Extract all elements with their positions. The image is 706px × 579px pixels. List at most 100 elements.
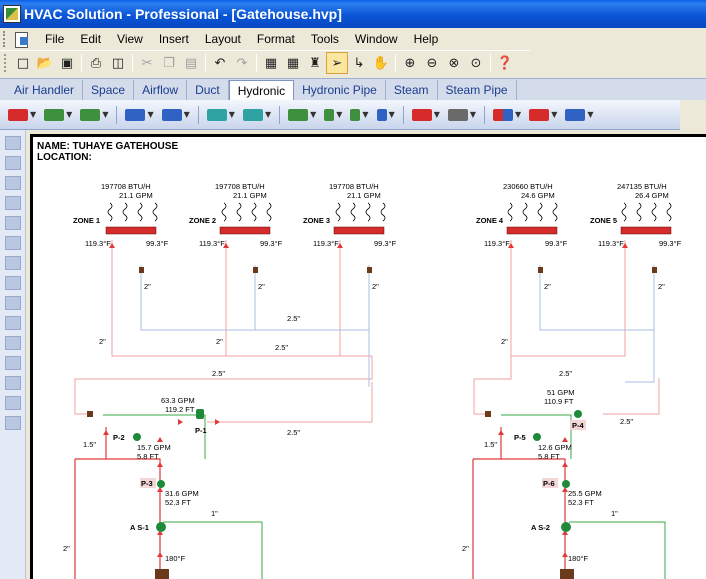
boiler-icon[interactable]: ▼ [8, 108, 36, 121]
zoom-in-icon[interactable]: ⊕ [404, 55, 416, 71]
zone-1-radiator-icon[interactable] [105, 226, 157, 235]
heat-exchanger-icon[interactable]: ▼ [161, 108, 190, 121]
sidebar-tool-icon[interactable] [5, 156, 21, 170]
balancing-valve-icon[interactable] [538, 267, 543, 273]
pump-p3[interactable]: P-3 31.6 GPM 52.3 FT [140, 478, 199, 507]
pump-p1[interactable]: 63.3 GPM 119.2 FT P-1 [161, 396, 207, 435]
menu-window[interactable]: Window [354, 32, 398, 46]
menu-format[interactable]: Format [256, 32, 295, 46]
valve-icon[interactable]: ▼ [288, 108, 316, 121]
air-separator-2[interactable]: A S-2 180°F [531, 522, 589, 579]
redo-icon[interactable]: ↷ [236, 55, 248, 71]
menu-file[interactable]: File [45, 32, 65, 46]
pump-icon[interactable] [562, 480, 570, 488]
balancing-valve-icon[interactable] [139, 267, 144, 273]
balancing-valve-icon[interactable] [367, 267, 372, 273]
air-separator-icon[interactable] [156, 522, 166, 532]
help-icon[interactable]: ❓ [496, 55, 514, 71]
terminal-unit-icon[interactable]: ▼ [565, 108, 594, 121]
menu-insert[interactable]: Insert [158, 32, 189, 46]
chiller-icon[interactable]: ▼ [44, 108, 72, 121]
pump-p5[interactable]: P-5 12.6 GPM 5.8 FT [514, 433, 572, 461]
zoom-window-icon[interactable]: ⊗ [448, 55, 460, 71]
pump-icon[interactable] [157, 480, 165, 488]
connect-icon[interactable]: ↳ [353, 55, 365, 71]
sidebar-tool-icon[interactable] [5, 176, 21, 190]
tab-air-handler[interactable]: Air Handler [6, 80, 84, 100]
sidebar-tool-icon[interactable] [5, 336, 21, 350]
balancing-valve-icon[interactable] [253, 267, 258, 273]
print-icon[interactable]: ⎙ [90, 55, 102, 71]
pump-icon[interactable] [133, 433, 141, 441]
save-icon[interactable]: ▣ [60, 55, 74, 71]
pump-icon[interactable] [574, 410, 582, 418]
paste-icon[interactable]: ▤ [184, 55, 198, 71]
boiler-icon[interactable] [560, 569, 574, 579]
menu-tools[interactable]: Tools [310, 32, 339, 46]
air-separator-icon[interactable] [561, 522, 571, 532]
balancing-valve-icon[interactable]: ▼ [324, 108, 342, 121]
pump-p4[interactable]: 51 GPM 110.9 FT P-4 [544, 388, 586, 430]
zoom-out-icon[interactable]: ⊖ [426, 55, 438, 71]
terminal-icon[interactable]: ▼ [529, 108, 557, 121]
tab-steam[interactable]: Steam [386, 80, 438, 100]
drawing-sheet[interactable]: NAME: TUHAYE GATEHOUSE LOCATION: [30, 134, 706, 579]
air-separator-icon[interactable]: ▼ [447, 108, 476, 121]
air-separator-1[interactable]: A S-1 180°F [130, 522, 186, 579]
menu-edit[interactable]: Edit [80, 32, 102, 46]
sidebar-tool-icon[interactable] [5, 276, 21, 290]
menu-help[interactable]: Help [413, 32, 439, 46]
zone-5-radiator-icon[interactable] [620, 226, 672, 235]
open-icon[interactable]: 📂 [36, 55, 54, 71]
coil-icon[interactable]: ▼ [125, 108, 154, 121]
sidebar-tool-icon[interactable] [5, 256, 21, 270]
pump-icon[interactable] [533, 433, 541, 441]
pan-icon[interactable]: ✋ [372, 55, 390, 71]
tab-steam-pipe[interactable]: Steam Pipe [438, 80, 517, 100]
sidebar-tool-icon[interactable] [5, 356, 21, 370]
sidebar-tool-icon[interactable] [5, 316, 21, 330]
flow-meter-icon[interactable]: ▼ [376, 108, 395, 121]
balancing-valve-icon[interactable] [652, 267, 657, 273]
cut-icon[interactable]: ✂ [141, 55, 153, 71]
tab-hydronic[interactable]: Hydronic [228, 80, 295, 100]
tab-duct[interactable]: Duct [187, 80, 229, 100]
pump-icon[interactable]: ▼ [80, 108, 108, 121]
radiator-icon[interactable]: ▼ [411, 108, 440, 121]
zone-5[interactable]: 247135 BTU/H 26.4 GPM ZONE 5 119.3°F 99.… [590, 182, 682, 248]
copy-icon[interactable]: ❐ [163, 55, 175, 71]
pump-icon[interactable] [196, 409, 204, 419]
zone-3[interactable]: 197708 BTU/H 21.1 GPM ZONE 3 119.3°F 99.… [303, 182, 397, 248]
sidebar-tool-icon[interactable] [5, 136, 21, 150]
balancing-valve-icon[interactable] [87, 411, 93, 417]
tab-hydronic-pipe[interactable]: Hydronic Pipe [294, 80, 386, 100]
sidebar-tool-icon[interactable] [5, 236, 21, 250]
menu-grip[interactable] [3, 31, 9, 47]
boiler-icon[interactable] [155, 569, 169, 579]
properties-icon[interactable]: ▦ [264, 55, 278, 71]
tab-airflow[interactable]: Airflow [134, 80, 188, 100]
sidebar-tool-icon[interactable] [5, 196, 21, 210]
app-icon[interactable] [3, 5, 21, 23]
zone-4[interactable]: 230660 BTU/H 24.6 GPM ZONE 4 119.3°F 99.… [476, 182, 568, 248]
pump-p6[interactable]: P-6 25.5 GPM 52.3 FT [542, 478, 602, 507]
zone-2[interactable]: 197708 BTU/H 21.1 GPM ZONE 2 119.3°F 99.… [189, 182, 283, 248]
menu-view[interactable]: View [117, 32, 143, 46]
zoom-all-icon[interactable]: ⊙ [470, 55, 482, 71]
document-icon[interactable] [13, 31, 31, 48]
sidebar-tool-icon[interactable] [5, 296, 21, 310]
pointer-icon[interactable]: ➢ [326, 52, 348, 74]
zone-4-radiator-icon[interactable] [506, 226, 558, 235]
calculator-icon[interactable]: ▦ [286, 55, 300, 71]
sidebar-tool-icon[interactable] [5, 416, 21, 430]
sidebar-tool-icon[interactable] [5, 396, 21, 410]
strainer-icon[interactable]: ▼ [350, 108, 369, 121]
paint-icon[interactable]: ♜ [309, 55, 321, 71]
sidebar-tool-icon[interactable] [5, 216, 21, 230]
hydronic-schematic[interactable]: 197708 BTU/H 21.1 GPM ZONE 1 119.3°F 99.… [33, 137, 706, 579]
undo-icon[interactable]: ↶ [214, 55, 226, 71]
balancing-valve-icon[interactable] [485, 411, 491, 417]
sidebar-tool-icon[interactable] [5, 376, 21, 390]
thermometer-icon[interactable]: ▼ [493, 108, 521, 121]
pump-p2[interactable]: P-2 15.7 GPM 5.8 FT [113, 433, 171, 461]
